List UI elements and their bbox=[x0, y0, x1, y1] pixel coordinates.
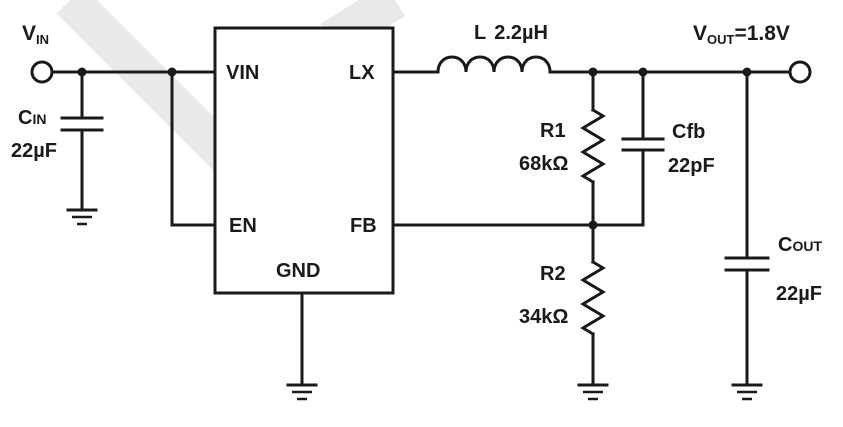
cin-capacitor bbox=[60, 70, 104, 212]
pin-label-en: EN bbox=[229, 215, 257, 237]
cfb-capacitor bbox=[621, 70, 665, 227]
pin-label-vin: VIN bbox=[226, 62, 259, 84]
inductor-coil bbox=[436, 55, 552, 74]
r2-label: R2 bbox=[540, 263, 566, 285]
en-wire bbox=[170, 70, 217, 227]
vin-label: VIN bbox=[22, 22, 49, 47]
cout-capacitor bbox=[724, 70, 770, 387]
ground-symbol-cout bbox=[731, 383, 763, 401]
vout-terminal bbox=[788, 60, 812, 84]
pin-label-lx: LX bbox=[349, 62, 375, 84]
cfb-label: Cfb bbox=[672, 121, 705, 143]
cfb-value: 22pF bbox=[668, 155, 715, 177]
cout-value: 22µF bbox=[776, 283, 822, 305]
ic-body bbox=[213, 26, 395, 295]
ground-symbol-r2 bbox=[577, 383, 609, 401]
pin-label-gnd: GND bbox=[276, 260, 320, 282]
vout-label: VOUT=1.8V bbox=[693, 22, 790, 47]
cin-label: CIN bbox=[18, 107, 46, 129]
cin-value: 22µF bbox=[11, 140, 57, 162]
r1-resistor bbox=[580, 70, 606, 227]
r2-value: 34kΩ bbox=[519, 306, 568, 328]
r1-value: 68kΩ bbox=[519, 153, 568, 175]
r1-label: R1 bbox=[540, 120, 566, 142]
cout-label: COUT bbox=[778, 234, 822, 256]
r2-resistor bbox=[580, 223, 606, 387]
vin-terminal bbox=[30, 60, 54, 84]
ground-symbol-ic bbox=[286, 383, 318, 401]
ground-symbol-cin bbox=[66, 208, 98, 226]
pin-label-fb: FB bbox=[350, 215, 377, 237]
